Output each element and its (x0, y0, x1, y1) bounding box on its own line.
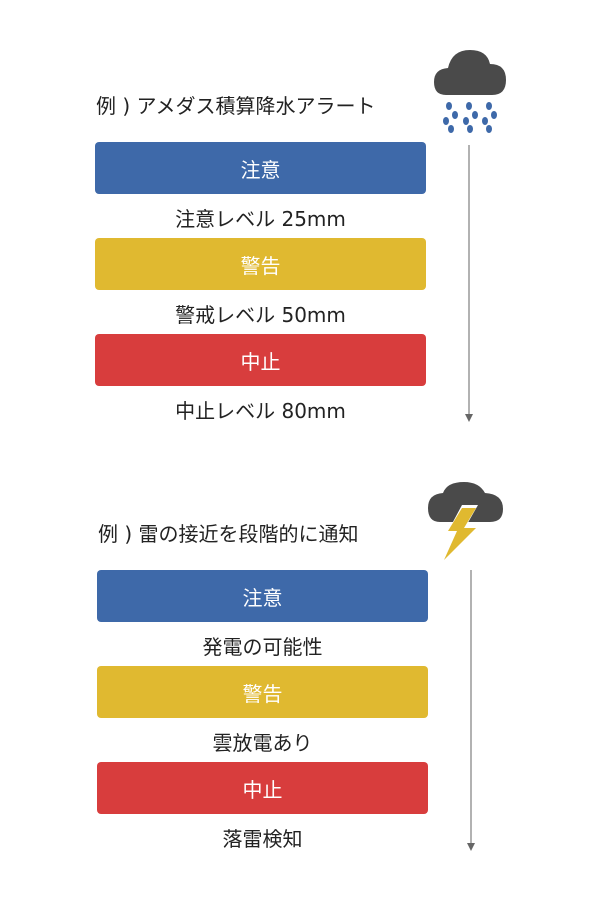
caution-desc: 発電の可能性 (202, 635, 323, 659)
arrow-2 (467, 570, 475, 851)
stop-bar: 中止 (95, 334, 426, 386)
thunder-cloud-icon (428, 482, 503, 563)
warning-desc: 警戒レベル 50mm (175, 303, 346, 327)
caution-bar: 注意 (97, 570, 428, 622)
section1-title: 例 ) アメダス積算降水アラート (96, 94, 376, 118)
warning-bar: 警告 (97, 666, 428, 718)
caution-bar: 注意 (95, 142, 426, 194)
caution-desc: 注意レベル 25mm (175, 207, 346, 231)
arrow-1 (465, 145, 473, 422)
rain-cloud-icon (434, 50, 506, 133)
warning-bar: 警告 (95, 238, 426, 290)
warning-desc: 雲放電あり (212, 731, 313, 755)
stop-desc: 中止レベル 80mm (175, 399, 346, 423)
stop-bar: 中止 (97, 762, 428, 814)
section2-title: 例 ) 雷の接近を段階的に通知 (98, 522, 359, 546)
stop-desc: 落雷検知 (222, 827, 303, 851)
